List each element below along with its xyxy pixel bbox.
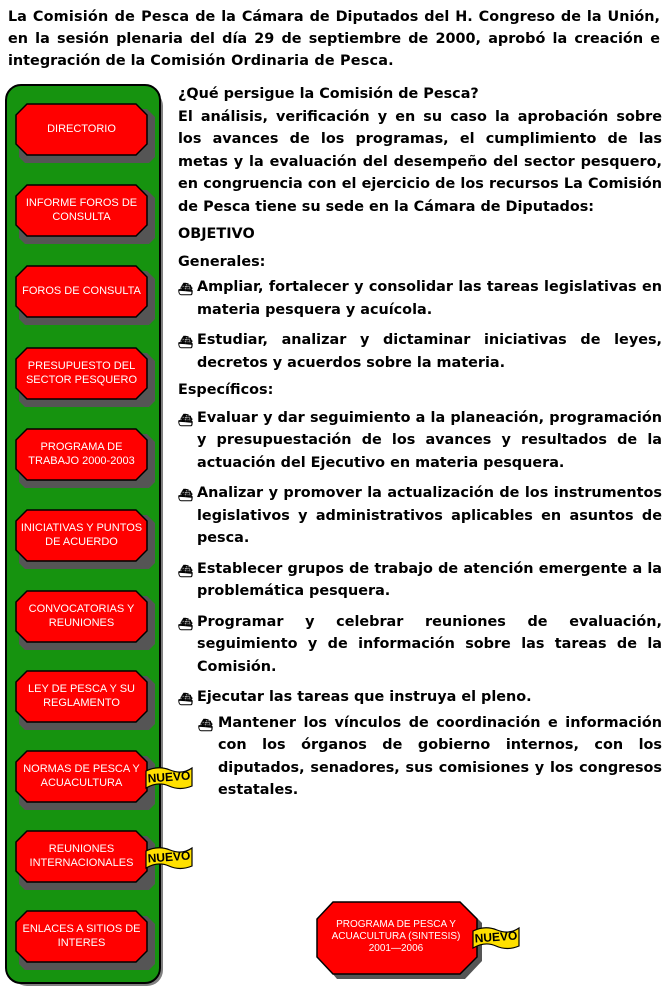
intro-bold-ordinary-commission: Comisión Ordinaria de Pesca — [150, 53, 389, 69]
list-item-text: Programar y celebrar reuniones de evalua… — [197, 613, 662, 675]
main-content: ¿Qué persigue la Comisión de Pesca? El a… — [178, 83, 662, 802]
list-item: ⛴Estudiar, analizar y dictaminar iniciat… — [178, 329, 662, 374]
list-item-text: Establecer grupos de trabajo de atención… — [197, 560, 662, 600]
boat-bullet-icon: ⛴ — [178, 412, 194, 427]
octagon-button-shape — [15, 509, 155, 569]
list-item: ⛴Programar y celebrar reuniones de evalu… — [178, 611, 662, 679]
list-item: ⛴ Mantener los vínculos de coordinación e… — [178, 712, 662, 802]
list-item: ⛴Analizar y promover la actualización de… — [178, 482, 662, 550]
sidebar-item-directorio[interactable]: DIRECTORIO — [15, 103, 155, 163]
sidebar-item-label: PRESUPUESTO DEL SECTOR PESQUERO — [25, 360, 138, 386]
sidebar-item-ley-pesca[interactable]: LEY DE PESCA Y SU REGLAMENTO — [15, 670, 155, 730]
list-item-text: Evaluar y dar seguimiento a la planeació… — [197, 409, 662, 471]
programa-pesca-label: PROGRAMA DE PESCA Y ACUACULTURA (SINTESI… — [331, 919, 461, 954]
list-item-text: Ampliar, fortalecer y consolidar las tar… — [197, 279, 662, 318]
sidebar-item-label: INICIATIVAS Y PUNTOS DE ACUERDO — [20, 522, 143, 548]
boat-bullet-icon: ⛴ — [178, 563, 194, 578]
nuevo-badge-normas[interactable]: NUEVO — [144, 764, 194, 794]
nuevo-badge-reuniones[interactable]: NUEVO — [144, 844, 194, 874]
boat-bullet-icon: ⛴ — [178, 692, 194, 706]
sidebar-item-convocatorias[interactable]: CONVOCATORIAS Y REUNIONES — [15, 590, 155, 650]
octagon-button-shape — [15, 750, 155, 810]
sidebar-item-enlaces[interactable]: ENLACES A SITIOS DE INTERES — [15, 910, 155, 970]
boat-bullet-icon: ⛴ — [178, 282, 194, 296]
intro-text-1: La — [8, 9, 33, 25]
sidebar-item-normas[interactable]: NORMAS DE PESCA Y ACUACULTURA — [15, 750, 155, 810]
intro-paragraph: La Comisión de Pesca de la Cámara de Dip… — [8, 6, 660, 72]
intro-text-2: de la Cámara de Diputados del H. Congres… — [8, 9, 660, 69]
programa-pesca-button[interactable]: PROGRAMA DE PESCA Y ACUACULTURA (SINTESI… — [316, 901, 483, 979]
octagon-button-shape — [15, 428, 155, 488]
list-item-text: Mantener los vínculos de coordinación e … — [218, 714, 662, 799]
boat-bullet-icon: ⛴ — [178, 488, 194, 502]
octagon-button-shape — [15, 590, 155, 650]
list-item-text: Analizar y promover la actualización de … — [197, 485, 662, 546]
boat-bullet-icon: ⛴ — [198, 717, 214, 732]
list-item: ⛴Evaluar y dar seguimiento a la planeaci… — [178, 407, 662, 475]
octagon-button-shape — [15, 830, 155, 890]
list-item-text: Ejecutar las tareas que instruya el plen… — [197, 689, 532, 705]
octagon-button-shape — [15, 347, 155, 407]
sidebar-item-label: NORMAS DE PESCA Y ACUACULTURA — [23, 763, 140, 789]
octagon-button-shape — [15, 670, 155, 730]
octagon-button-shape — [15, 184, 155, 244]
sidebar-item-label: LEY DE PESCA Y SU REGLAMENTO — [27, 683, 135, 709]
flag-badge-shape — [145, 846, 193, 870]
generales-heading: Generales: — [178, 253, 266, 270]
sidebar-item-label: DIRECTORIO — [47, 123, 116, 135]
answer-paragraph: El análisis, verificación y en su caso l… — [178, 108, 662, 215]
intro-bold-commission: Comisión de Pesca — [32, 9, 190, 25]
flag-badge-shape — [472, 926, 520, 950]
sidebar-item-foros-consulta[interactable]: FOROS DE CONSULTA — [15, 265, 155, 325]
list-item-text: Estudiar, analizar y dictaminar iniciati… — [197, 332, 662, 371]
octagon-button-shape — [15, 103, 155, 163]
list-item: ⛴Ampliar, fortalecer y consolidar las ta… — [178, 276, 662, 321]
sidebar-item-label: REUNIONES INTERNACIONALES — [29, 843, 134, 869]
octagon-button-shape — [15, 265, 155, 325]
sidebar-item-label: PROGRAMA DE TRABAJO 2000-2003 — [28, 441, 135, 467]
sidebar-item-label: INFORME FOROS DE CONSULTA — [25, 197, 138, 223]
boat-bullet-icon: ⛴ — [178, 616, 194, 631]
octagon-button-shape — [15, 910, 155, 970]
sidebar-item-label: CONVOCATORIAS Y REUNIONES — [28, 603, 135, 629]
sidebar-item-presupuesto[interactable]: PRESUPUESTO DEL SECTOR PESQUERO — [15, 347, 155, 407]
sidebar-item-label: ENLACES A SITIOS DE INTERES — [22, 923, 141, 949]
sidebar-item-informe-foros[interactable]: INFORME FOROS DE CONSULTA — [15, 184, 155, 244]
sidebar-item-label: FOROS DE CONSULTA — [22, 285, 141, 297]
sidebar-item-iniciativas[interactable]: INICIATIVAS Y PUNTOS DE ACUERDO — [15, 509, 155, 569]
list-item: ⛴Ejecutar las tareas que instruya el ple… — [178, 686, 662, 709]
sidebar-item-programa-trabajo[interactable]: PROGRAMA DE TRABAJO 2000-2003 — [15, 428, 155, 488]
intro-text-3: . — [388, 53, 394, 69]
objetivo-heading: OBJETIVO — [178, 226, 255, 242]
list-item: ⛴Establecer grupos de trabajo de atenció… — [178, 558, 662, 603]
sidebar-item-reuniones-internacionales[interactable]: REUNIONES INTERNACIONALES — [15, 830, 155, 890]
nuevo-badge-programa[interactable]: NUEVO — [471, 924, 521, 954]
boat-bullet-icon: ⛴ — [178, 335, 194, 349]
flag-badge-shape — [145, 766, 193, 790]
octagon-button-shape — [316, 901, 483, 979]
question-heading: ¿Qué persigue la Comisión de Pesca? — [178, 86, 479, 102]
especificos-heading: Específicos: — [178, 382, 274, 398]
